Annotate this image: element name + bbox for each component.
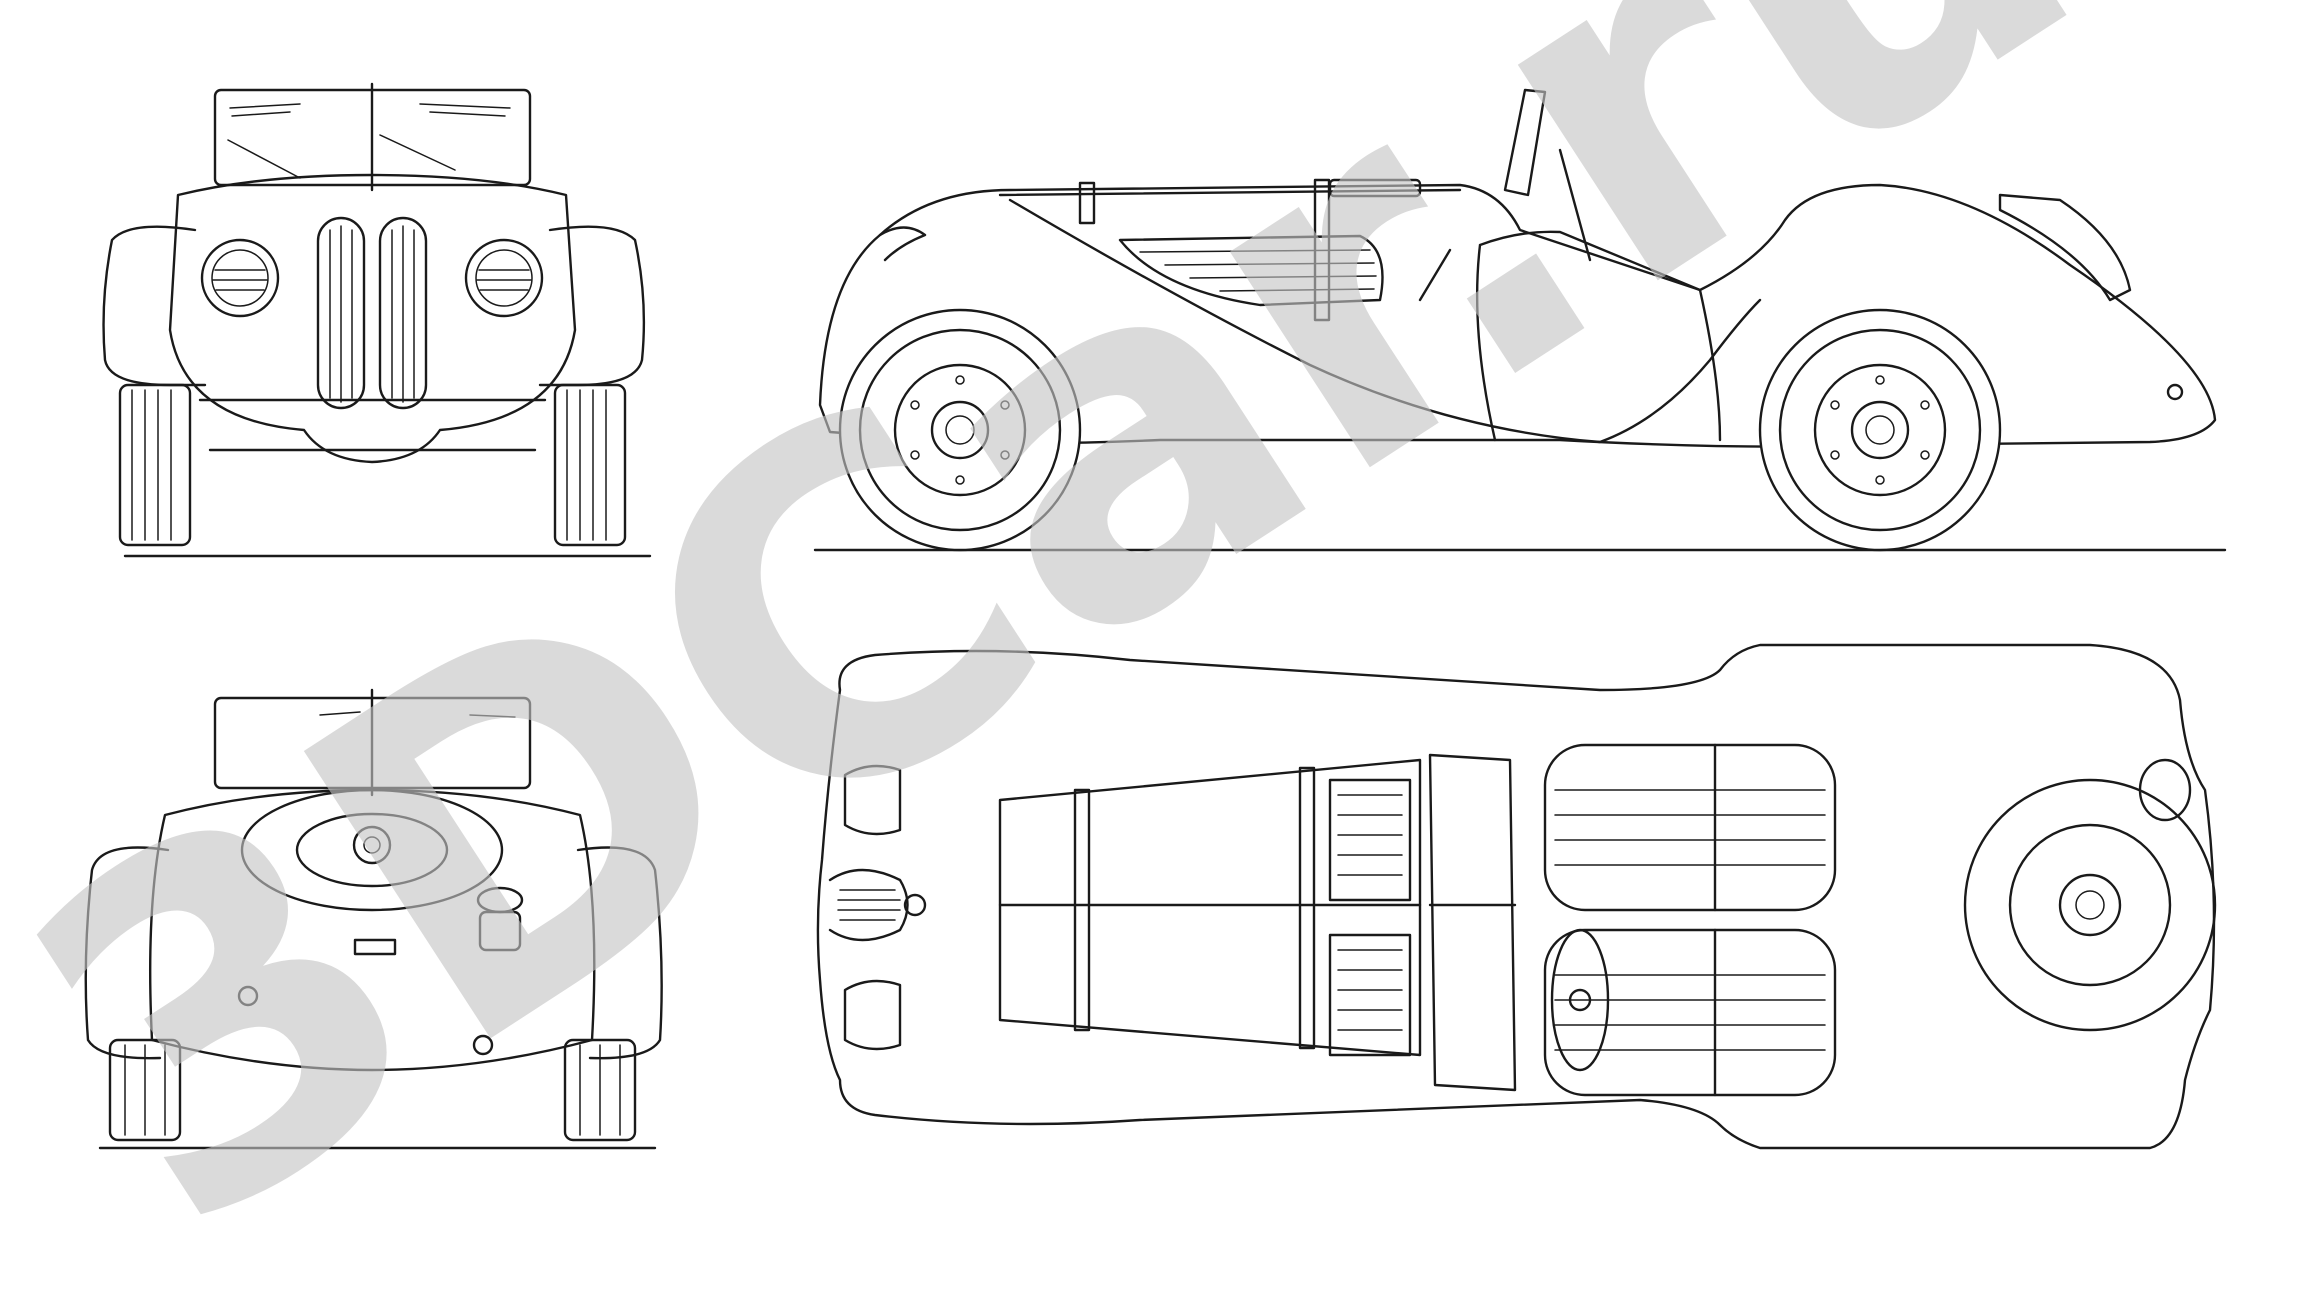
side-front-wheel (838, 308, 1082, 552)
front-axle (198, 398, 547, 452)
rear-right-tail-light (472, 1034, 494, 1056)
watermark: 3DCar.ru (0, 0, 2160, 1300)
side-rear-wheel (1758, 308, 2002, 552)
top-nose-grille (828, 868, 927, 942)
side-door (1475, 230, 1722, 442)
top-louvers-right (1328, 933, 1412, 1057)
front-left-fender (102, 225, 207, 387)
side-louver-panel (1118, 234, 1384, 307)
top-left-headlight (843, 764, 902, 836)
side-windscreen (1503, 88, 1592, 262)
top-right-headlight (843, 979, 902, 1051)
front-right-headlight (464, 238, 544, 318)
rear-spare-wheel (240, 788, 504, 912)
top-hood-strap-rear (1298, 766, 1316, 1050)
front-windscreen (213, 82, 532, 192)
top-fuel-cap (2138, 758, 2192, 822)
top-view (816, 643, 2217, 1150)
side-door-handle (1418, 248, 1452, 302)
top-windscreen (1428, 753, 1517, 1092)
rear-right-fender (576, 846, 663, 1060)
rear-view (84, 688, 663, 1150)
top-hood-strap-front (1073, 788, 1091, 1032)
rear-right-tyre (563, 1038, 637, 1142)
front-right-fender (538, 225, 646, 387)
side-hood (998, 178, 1462, 322)
front-view (102, 82, 652, 558)
rear-windscreen (213, 688, 532, 797)
top-seat-right (1543, 928, 1837, 1097)
top-spare-wheel (1963, 778, 2217, 1032)
side-body-outline (818, 183, 2217, 448)
side-view (813, 88, 2227, 552)
rear-left-tail-light (237, 985, 259, 1007)
front-left-headlight (200, 238, 280, 318)
side-hood-strap-front (1078, 181, 1096, 225)
top-body-outline (816, 643, 2216, 1150)
rear-left-fender (84, 846, 170, 1060)
rear-license-light (353, 938, 397, 956)
front-right-tyre (553, 383, 627, 547)
side-fender-sweep (1008, 198, 1762, 444)
top-seat-left (1543, 743, 1837, 912)
front-body-outline (168, 173, 577, 464)
side-rear-luggage (1998, 193, 2132, 302)
rear-left-tyre (108, 1038, 182, 1142)
top-steering-wheel (1550, 928, 1610, 1072)
watermark-text: 3DCar.ru (0, 0, 2160, 1300)
top-louvers-left (1328, 778, 1412, 902)
side-tail-light (2166, 383, 2184, 401)
top-hood (998, 758, 1422, 1057)
rear-fuel-cap (476, 886, 524, 952)
front-kidney-grille (316, 216, 428, 410)
front-left-tyre (118, 383, 192, 547)
side-front-grille (878, 226, 927, 262)
